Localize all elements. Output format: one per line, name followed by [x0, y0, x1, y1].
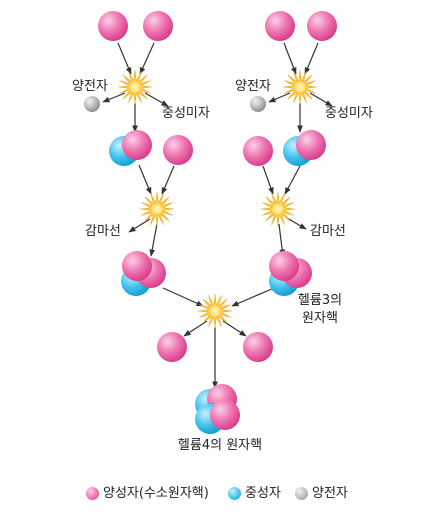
positron-legend-swatch — [295, 487, 308, 500]
neutron-legend-label: 중성자 — [245, 486, 281, 501]
fusion-flash-top-left-burst — [117, 69, 153, 105]
arrow-top-left-a — [117, 42, 132, 75]
legend: 양성자(수소원자핵) 중성자 양전자 — [0, 484, 440, 504]
arrow-helium3-left-to-flash — [162, 287, 204, 307]
arrow-gamma-left — [128, 218, 151, 233]
deuterium-left-proton — [122, 130, 152, 160]
arrow-deuterium-to-flash-right — [284, 165, 301, 195]
arrow-top-left-b — [139, 42, 155, 75]
neutrino-label-right: 중성미자 — [325, 106, 373, 121]
fusion-flash-mid-left — [139, 191, 175, 227]
proton-top-left-a — [98, 11, 128, 41]
fusion-flash-final — [197, 293, 233, 329]
positron-legend-label: 양전자 — [312, 486, 348, 501]
arrow-deuterium-to-flash-left — [138, 164, 152, 195]
proton-legend-swatch — [86, 487, 99, 500]
helium3-nucleus-label-line2: 원자핵 — [302, 311, 338, 326]
free-proton-right — [243, 136, 273, 166]
proton-top-right-a — [265, 11, 295, 41]
arrow-helium3-right — [278, 223, 286, 257]
arrow-neutrino-right — [309, 92, 333, 107]
helium4-proton-b — [210, 400, 240, 430]
positron-label-left: 양전자 — [72, 79, 108, 94]
arrow-helium3-left — [149, 223, 158, 257]
fusion-flash-top-left — [117, 69, 153, 105]
helium3-right-proton-b — [269, 251, 299, 281]
arrow-release-right — [222, 320, 247, 337]
proton-top-right-b — [307, 11, 337, 41]
deuterium-right-proton — [296, 130, 326, 160]
arrow-proton-to-flash-right — [262, 165, 274, 195]
arrow-positron-left — [102, 92, 126, 103]
free-proton-left — [163, 135, 193, 165]
gamma-ray-label-right: 감마선 — [310, 224, 346, 239]
proton-top-left-b — [143, 11, 173, 41]
helium4-nucleus-label: 헬륨4의 원자핵 — [177, 438, 263, 453]
arrow-top-right-b — [304, 42, 319, 75]
neutron-legend-swatch — [228, 487, 241, 500]
arrow-top-right-a — [283, 42, 297, 75]
fusion-flash-top-right-burst — [282, 69, 318, 105]
helium3-left-proton-b — [122, 251, 152, 281]
arrow-proton-to-flash-left — [161, 165, 175, 195]
arrow-neutrino-left — [144, 92, 169, 107]
neutrino-label-left: 중성미자 — [162, 106, 210, 121]
positron-label-right: 양전자 — [235, 79, 271, 94]
fusion-flash-final-burst — [197, 293, 233, 329]
helium3-nucleus-label-line1: 헬륨3의 — [297, 293, 343, 308]
arrow-gamma-right — [286, 217, 307, 230]
proton-legend-label: 양성자(수소원자핵) — [103, 486, 209, 501]
fusion-flash-mid-left-burst — [139, 191, 175, 227]
positron-right — [250, 96, 266, 112]
fusion-flash-mid-right-burst — [260, 191, 296, 227]
released-proton-right — [243, 332, 273, 362]
arrow-helium3-right-to-flash — [231, 287, 275, 307]
arrow-release-left — [183, 320, 208, 337]
gamma-ray-label-left: 감마선 — [85, 224, 121, 239]
fusion-flash-top-right — [282, 69, 318, 105]
released-proton-left — [157, 332, 187, 362]
fusion-flash-mid-right — [260, 191, 296, 227]
arrow-positron-right — [268, 92, 291, 103]
positron-left — [84, 96, 100, 112]
